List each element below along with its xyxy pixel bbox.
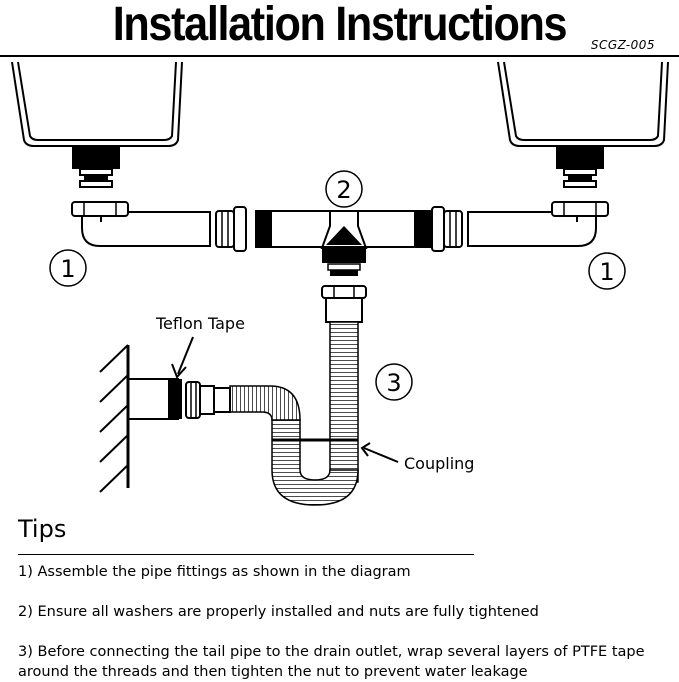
corrugated-hose xyxy=(229,321,359,506)
teflon-tape-arrow xyxy=(171,336,194,379)
wall-slip-nut xyxy=(185,381,231,419)
coupling-arrow xyxy=(360,442,399,463)
step-marker-text: 2 xyxy=(336,176,351,204)
wall-tail-pipe xyxy=(127,378,182,420)
plumbing-diagram: 1 2 3 1 Teflon Tape Coupling xyxy=(11,61,669,506)
left-slip-nut xyxy=(215,206,247,252)
tips-divider xyxy=(18,554,474,555)
left-elbow-pipe xyxy=(71,201,211,247)
tip-item: 2) Ensure all washers are properly insta… xyxy=(18,604,539,620)
left-drain-outlet xyxy=(72,147,120,188)
vertical-slip-nut xyxy=(321,285,367,323)
step-marker-3: 3 xyxy=(375,363,413,401)
teflon-tape-label: Teflon Tape xyxy=(155,314,245,333)
title-divider xyxy=(0,55,679,57)
t-junction-fitting xyxy=(255,210,431,276)
right-drain-outlet xyxy=(556,147,604,188)
step-marker-text: 3 xyxy=(386,369,401,397)
right-sink-basin xyxy=(497,61,669,147)
coupling-label: Coupling xyxy=(404,454,474,473)
step-marker-text: 1 xyxy=(599,258,614,286)
page-title: Installation Instructions xyxy=(112,0,568,51)
model-code: SCGZ-005 xyxy=(590,38,655,52)
wall xyxy=(99,344,130,493)
tip-item: 3) Before connecting the tail pipe to th… xyxy=(18,644,645,680)
step-marker-1-right: 1 xyxy=(588,252,626,290)
tip-item: 1) Assemble the pipe fittings as shown i… xyxy=(18,564,411,580)
step-marker-2: 2 xyxy=(325,170,363,208)
left-sink-basin xyxy=(11,61,183,147)
tips-heading: Tips xyxy=(18,515,67,543)
right-slip-nut xyxy=(431,206,463,252)
step-marker-text: 1 xyxy=(60,255,75,283)
right-elbow-pipe xyxy=(467,201,609,247)
step-marker-1-left: 1 xyxy=(49,249,87,287)
